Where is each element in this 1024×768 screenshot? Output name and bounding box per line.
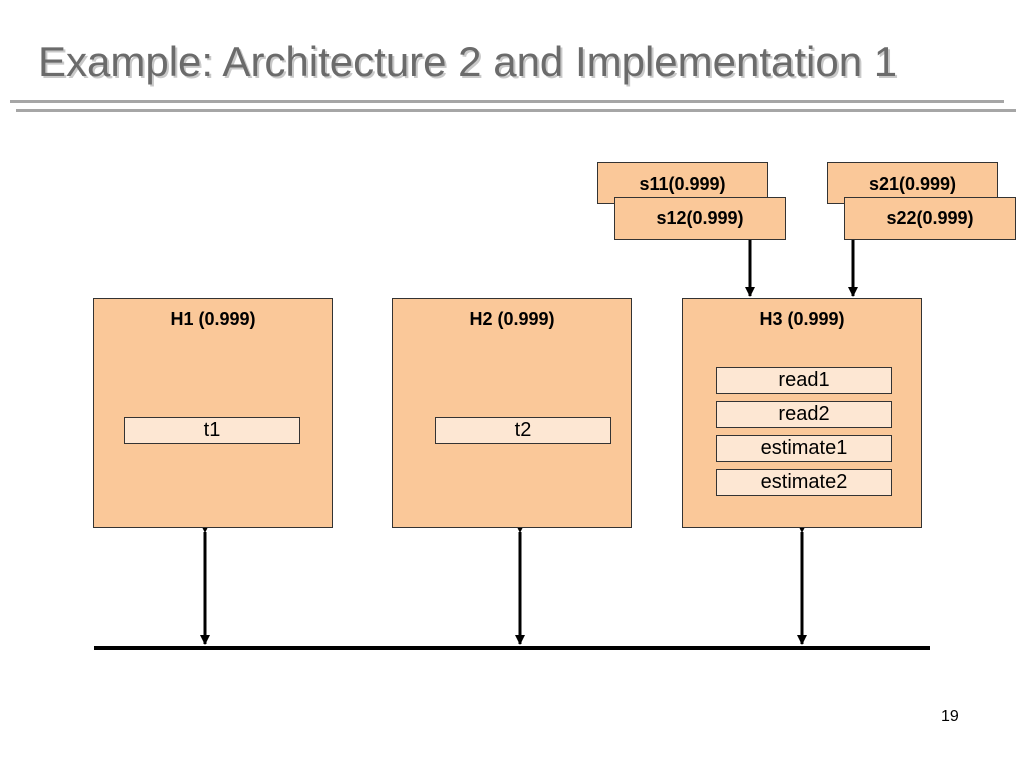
host-label: H1 (0.999) [170, 309, 256, 329]
title-divider-bottom [16, 109, 1016, 112]
host-label: H3 (0.999) [759, 309, 845, 329]
host-h2: H2 (0.999) t2 [392, 298, 632, 528]
sensor-s12: s12(0.999) [614, 197, 786, 240]
page-number: 19 [941, 708, 959, 725]
task-box: read1 [716, 367, 892, 394]
host-h1: H1 (0.999) t1 [93, 298, 333, 528]
task-box: t1 [124, 417, 300, 444]
sensor-s22: s22(0.999) [844, 197, 1016, 240]
task-box: t2 [435, 417, 611, 444]
task-box: estimate1 [716, 435, 892, 462]
title-divider-top [10, 100, 1004, 103]
host-h3: H3 (0.999) read1 read2 estimate1 estimat… [682, 298, 922, 528]
host-label: H2 (0.999) [469, 309, 555, 329]
slide-title: Example: Architecture 2 and Implementati… [38, 38, 898, 85]
task-box: read2 [716, 401, 892, 428]
task-box: estimate2 [716, 469, 892, 496]
